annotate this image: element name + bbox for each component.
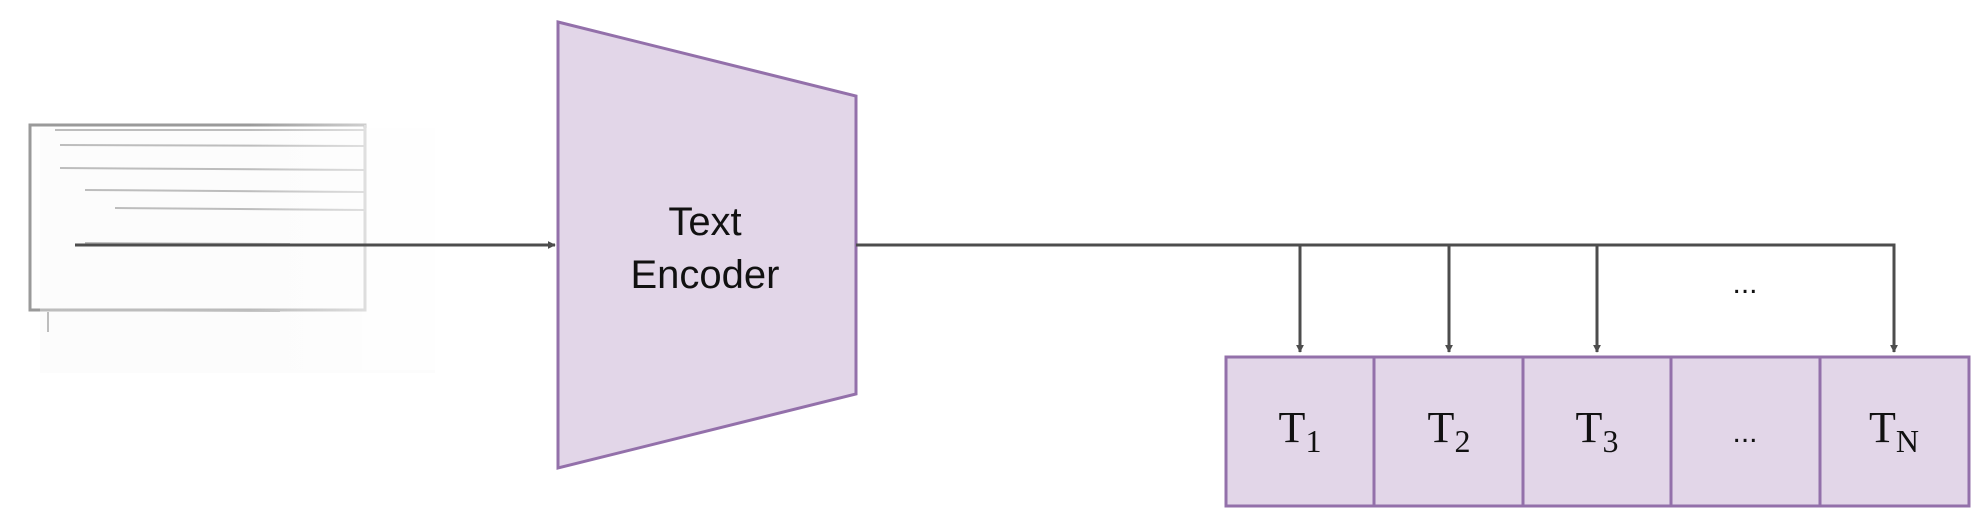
encoder-label-line2: Encoder — [631, 253, 780, 297]
output-bus — [856, 243, 1898, 353]
token-label-1: T1 — [1279, 403, 1322, 459]
token-label-2: T2 — [1428, 403, 1471, 459]
input-document-icon — [28, 120, 440, 373]
token-row: T1 T2 T3 ... TN — [1224, 355, 1971, 508]
token-cell-n — [1818, 355, 1971, 508]
token-cell-2 — [1372, 355, 1525, 508]
branch-ellipsis: ... — [1732, 267, 1757, 300]
encoder-label-line1: Text — [668, 200, 741, 244]
token-label-n: TN — [1869, 403, 1919, 459]
token-label-3: T3 — [1576, 403, 1619, 459]
token-cell-1 — [1224, 355, 1376, 508]
text-encoder-block — [556, 20, 858, 470]
token-label-ellipsis: ... — [1732, 416, 1757, 449]
